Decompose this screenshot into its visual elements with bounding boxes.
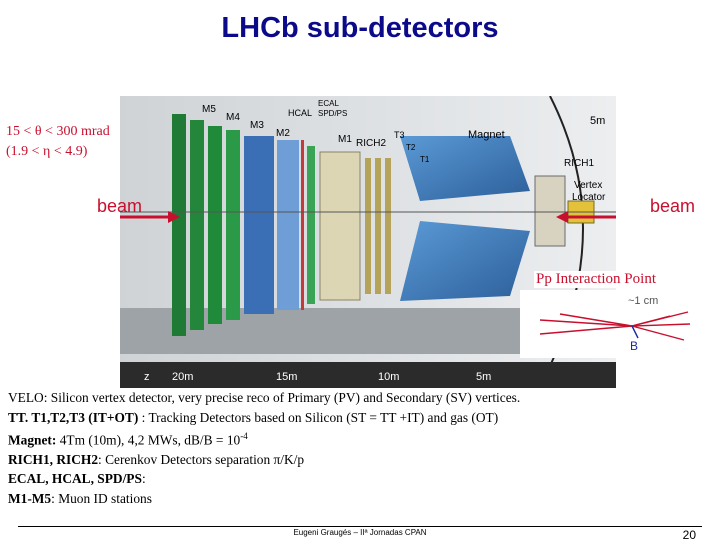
desc-tracking: TT. T1,T2,T3 (IT+OT) : Tracking Detector… [8, 408, 708, 428]
label-magnet: Magnet [468, 129, 505, 141]
desc-tracking-key: TT. T1,T2,T3 (IT+OT) [8, 409, 139, 425]
label-t1: T1 [420, 155, 430, 164]
muon-stations [172, 114, 240, 336]
inset-tracks [539, 311, 691, 341]
desc-calo-text: : [141, 471, 146, 487]
label-m4: M4 [226, 112, 240, 123]
muon-station-m1 [307, 146, 315, 304]
label-m3: M3 [250, 120, 264, 131]
magnet-upper [400, 136, 530, 201]
inset-b-label: B [630, 339, 638, 353]
label-locator: Locator [572, 192, 606, 203]
scale-5m: 5m [476, 371, 491, 383]
desc-magnet-text: 4Tm (10m), 4,2 MWs, dB/B = 10 [56, 432, 241, 448]
label-rich2: RICH2 [356, 138, 386, 149]
label-rich1: RICH1 [564, 158, 594, 169]
inset-scale-label: ~1 cm [628, 295, 658, 307]
desc-calo: ECAL, HCAL, SPD/PS: [8, 469, 708, 489]
muon-station-m3 [208, 126, 222, 324]
beam-arrowhead-left [168, 211, 180, 223]
beam-label-right: beam [650, 196, 696, 216]
label-m5: M5 [202, 104, 216, 115]
desc-rich-key: RICH1, RICH2 [8, 451, 99, 467]
slide-title: LHCb sub-detectors [221, 12, 499, 44]
beam-arrowhead-right [556, 211, 568, 223]
hcal-block [244, 136, 274, 314]
label-t3: T3 [394, 130, 405, 140]
desc-muon-key: M1-M5 [8, 490, 52, 506]
label-hcal: HCAL [288, 108, 312, 118]
desc-velo-text: : Silicon vertex detector, very precise … [43, 390, 521, 405]
muon-station-m2 [226, 130, 240, 320]
rich2-block [319, 151, 361, 301]
desc-tracking-text: : Tracking Detectors based on Silicon (S… [138, 409, 499, 425]
desc-magnet: Magnet: 4Tm (10m), 4,2 MWs, dB/B = 10-4 [8, 427, 708, 450]
muon-station-m4 [190, 120, 204, 330]
scale-20m: 20m [172, 371, 193, 383]
tracking-t3 [365, 158, 371, 294]
eta-range-text: (1.9 < η < 4.9) [6, 144, 88, 159]
label-m1: M1 [338, 134, 352, 145]
desc-rich-text: : Cerenkov Detectors separation π/K/p [98, 451, 305, 467]
desc-muon: M1-M5: Muon ID stations [8, 489, 708, 509]
label-5m-top: 5m [590, 115, 605, 127]
lhcb-detector-diagram: M5 M4 M3 M2 HCAL ECAL SPD/PS M1 RICH2 T3… [120, 96, 616, 388]
desc-velo: VELO: Silicon vertex detector, very prec… [8, 388, 708, 408]
desc-velo-key: VELO [8, 390, 44, 405]
desc-magnet-key: Magnet: [8, 432, 57, 448]
desc-calo-key: ECAL, HCAL, SPD/PS [8, 471, 142, 487]
desc-rich: RICH1, RICH2: Cerenkov Detectors separat… [8, 450, 708, 470]
scale-bar [120, 362, 616, 388]
footer-divider [18, 526, 702, 527]
footer-text: Eugeni Graugés – IIª Jornadas CPAN [293, 528, 427, 537]
ecal-block [277, 140, 299, 310]
pp-interaction-label: Pp Interaction Point [534, 271, 658, 288]
axis-z-label: z [144, 371, 150, 383]
tracking-t1 [385, 158, 391, 294]
label-ecal: ECAL [318, 99, 339, 108]
acceptance-range: 15 < θ < 300 mrad (1.9 < η < 4.9) [6, 122, 110, 162]
label-t2: T2 [406, 143, 416, 152]
scale-10m: 10m [378, 371, 399, 383]
spd-layer [301, 140, 304, 310]
label-m2: M2 [276, 128, 290, 139]
magnet-lower [400, 221, 530, 301]
rich1-block [534, 175, 566, 247]
angle-range-text: 15 < θ < 300 mrad [6, 124, 110, 139]
description-list: VELO: Silicon vertex detector, very prec… [8, 388, 708, 508]
beam-label-left: beam [97, 196, 143, 216]
interaction-inset: ~1 cm B [520, 290, 706, 358]
label-vertex: Vertex [574, 180, 602, 191]
tracking-t2 [375, 158, 381, 294]
muon-station-m5 [172, 114, 186, 336]
page-number: 20 [682, 528, 696, 542]
desc-muon-text: : Muon ID stations [51, 490, 152, 506]
desc-magnet-exp: -4 [240, 431, 248, 441]
label-spd: SPD/PS [318, 109, 347, 118]
inset-b-track [631, 325, 639, 339]
scale-15m: 15m [276, 371, 297, 383]
